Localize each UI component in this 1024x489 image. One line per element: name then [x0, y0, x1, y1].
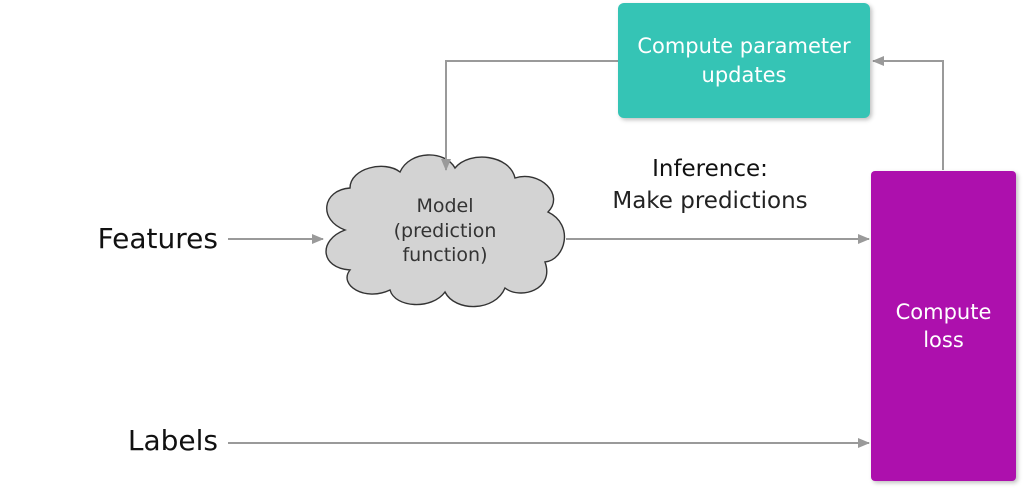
compute-loss-box: Compute loss [871, 171, 1016, 481]
inference-subtitle: Make predictions [612, 188, 808, 214]
inference-title: Inference: [652, 156, 768, 182]
compute-parameter-updates-box: Compute parameter updates [618, 3, 870, 118]
model-cloud-icon [325, 154, 566, 308]
arrow-update-to-model [441, 60, 618, 171]
arrow-loss-to-update [872, 56, 944, 170]
compute-parameter-updates-label: Compute parameter updates [637, 34, 851, 87]
labels-label: Labels [127, 424, 218, 457]
compute-loss-label: Compute loss [895, 299, 992, 352]
features-label: Features [97, 222, 218, 255]
model-label: Model (prediction function) [393, 195, 497, 267]
